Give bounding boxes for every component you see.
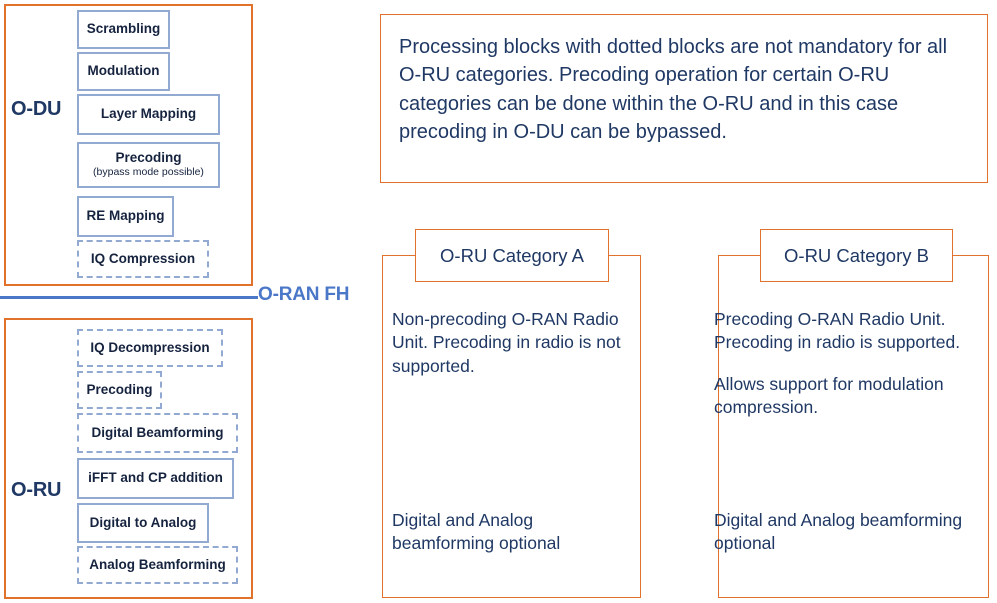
- oru-block-iq-decompression: IQ Decompression: [77, 329, 223, 367]
- category-b-header: O-RU Category B: [760, 229, 953, 282]
- category-a-header: O-RU Category A: [415, 229, 609, 282]
- odu-label: O-DU: [11, 98, 62, 120]
- odu-block-re-mapping: RE Mapping: [77, 196, 174, 237]
- odu-block-modulation: Modulation: [77, 52, 170, 91]
- oru-label: O-RU: [11, 479, 62, 501]
- oru-block-analog-beamforming-title: Analog Beamforming: [89, 556, 226, 572]
- oru-block-digital-to-analog: Digital to Analog: [77, 503, 209, 543]
- oru-block-precoding: Precoding: [77, 371, 162, 409]
- category-b-footer: Digital and Analog beamforming optional: [714, 510, 963, 554]
- oru-block-digital-beamforming: Digital Beamforming: [77, 413, 238, 453]
- category-b-paragraph-1: Precoding O-RAN Radio Unit. Precoding in…: [714, 309, 961, 353]
- note-callout-box: Processing blocks with dotted blocks are…: [380, 14, 988, 183]
- oran-fronthaul-line: [0, 296, 258, 299]
- oran-fronthaul-label: O-RAN FH: [258, 284, 350, 305]
- odu-block-precoding-subtitle: (bypass mode possible): [93, 166, 204, 179]
- category-b-header-label: O-RU Category B: [784, 244, 929, 266]
- category-a-footer: Digital and Analog beamforming optional: [392, 510, 561, 554]
- odu-block-iq-compression-title: IQ Compression: [90, 250, 196, 266]
- odu-block-precoding-title: Precoding: [115, 150, 182, 166]
- oru-block-iq-decompression-title: IQ Decompression: [90, 339, 210, 355]
- category-b-paragraph-2: Allows support for modulation compressio…: [714, 373, 944, 417]
- oru-block-ifft-cp-addition-title: iFFT and CP addition: [88, 470, 223, 486]
- category-a-body: Non-precoding O-RAN Radio Unit. Precodin…: [392, 308, 624, 378]
- category-a-header-label: O-RU Category A: [440, 244, 584, 266]
- odu-block-precoding: Precoding (bypass mode possible): [77, 142, 220, 188]
- oru-block-digital-to-analog-title: Digital to Analog: [89, 514, 197, 530]
- note-text: Processing blocks with dotted blocks are…: [399, 36, 948, 144]
- odu-block-layer-mapping: Layer Mapping: [77, 94, 220, 135]
- category-b-body: Precoding O-RAN Radio Unit. Precoding in…: [714, 308, 966, 419]
- oru-block-digital-beamforming-title: Digital Beamforming: [91, 424, 224, 440]
- odu-block-scrambling: Scrambling: [77, 10, 170, 49]
- odu-block-iq-compression: IQ Compression: [77, 240, 209, 278]
- odu-block-scrambling-title: Scrambling: [86, 21, 161, 37]
- odu-block-modulation-title: Modulation: [87, 63, 160, 79]
- category-a-paragraph-1: Non-precoding O-RAN Radio Unit. Precodin…: [392, 309, 621, 376]
- oru-block-analog-beamforming: Analog Beamforming: [77, 546, 238, 584]
- odu-block-layer-mapping-title: Layer Mapping: [100, 106, 197, 122]
- oru-block-ifft-cp-addition: iFFT and CP addition: [77, 458, 234, 499]
- oru-block-precoding-title: Precoding: [86, 381, 153, 397]
- odu-block-re-mapping-title: RE Mapping: [86, 208, 165, 224]
